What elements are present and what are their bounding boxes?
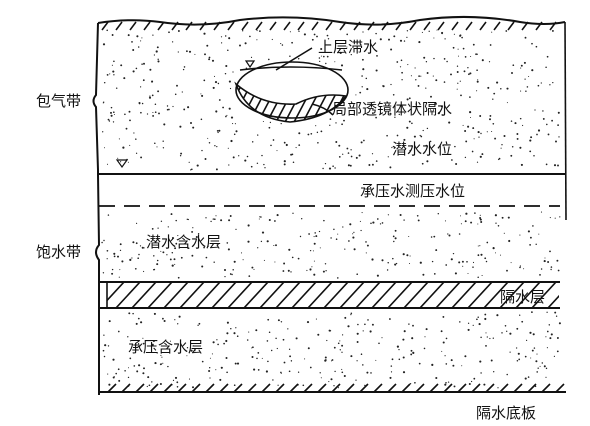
- leader-lens-aquiclude: [311, 103, 334, 116]
- label-artesian-level: 承压水测压水位: [360, 182, 465, 200]
- label-phreatic-aquifer: 潜水含水层: [146, 233, 221, 251]
- label-confined-aquifer: 承压含水层: [128, 338, 203, 356]
- perched-water-body: [235, 61, 349, 119]
- lens-aquiclude-outline: [234, 81, 348, 123]
- water-table-marker-icon: [115, 159, 129, 169]
- label-lens-aquiclude: 局部透镜体状隔水: [332, 100, 452, 118]
- ground-surface-hatching: [101, 21, 557, 31]
- label-saturation-zone: 饱水带: [36, 243, 81, 261]
- label-perched-water: 上层滞水: [318, 38, 378, 56]
- label-aquiclude: 隔水层: [500, 288, 545, 306]
- leader-perched-water: [275, 47, 313, 71]
- label-aquiclude-floor: 隔水底板: [476, 404, 536, 422]
- soil-stipple: [101, 29, 561, 389]
- perched-water-marker-icon: [244, 60, 256, 69]
- left-boundary: [92, 22, 101, 395]
- right-boundary: [564, 21, 567, 221]
- label-phreatic-level: 潜水水位: [392, 140, 452, 158]
- aquiclude-floor-hatch: [107, 383, 565, 393]
- aquiclude-hatch: [107, 283, 559, 307]
- label-aeration-zone: 包气带: [36, 92, 81, 110]
